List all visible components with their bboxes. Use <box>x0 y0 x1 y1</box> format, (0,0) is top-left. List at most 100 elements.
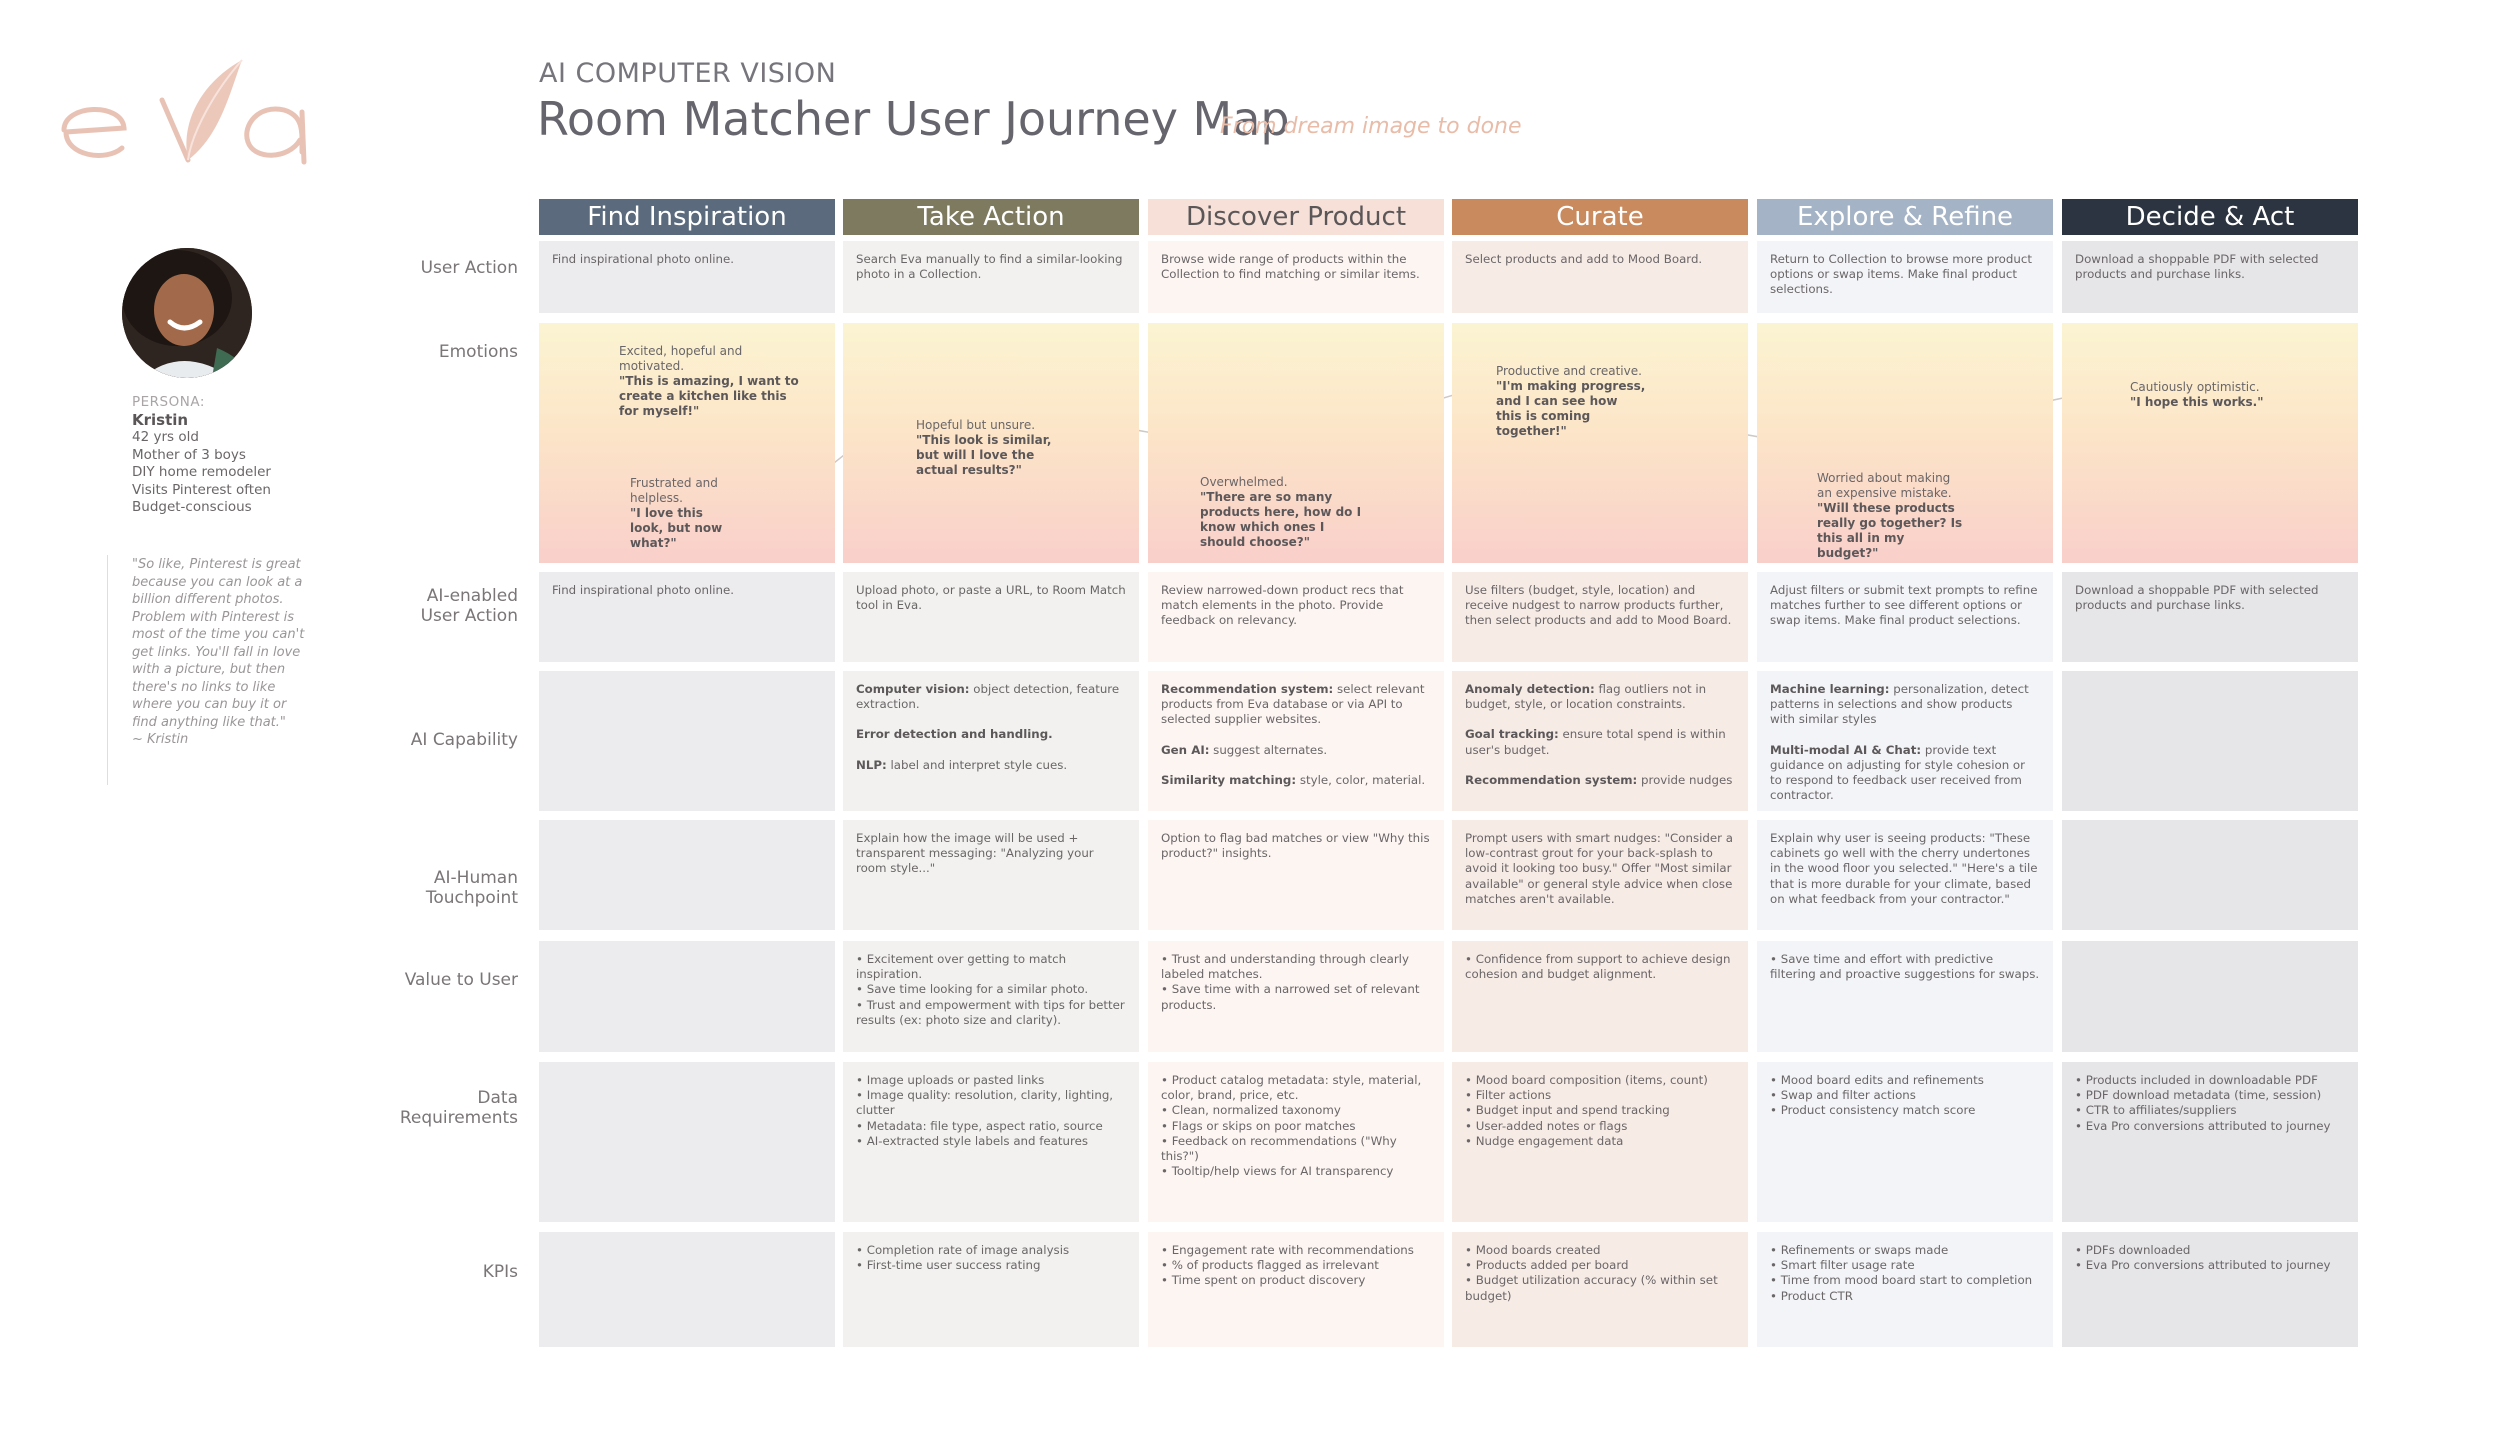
persona-trait: Budget-conscious <box>132 499 252 515</box>
emotion-cell <box>1757 323 2053 563</box>
user-action-cell: Browse wide range of products within the… <box>1148 241 1444 313</box>
cell-text: • Image uploads or pasted links <box>856 1073 1045 1087</box>
cell-text: Prompt users with smart nudges: "Conside… <box>1465 831 1733 906</box>
persona-trait: Mother of 3 boys <box>132 446 246 463</box>
cell-text: • CTR to affiliates/suppliers <box>2075 1103 2237 1118</box>
capability-desc: provide nudges <box>1637 772 1733 787</box>
data-requirements-cell: • Products included in downloadable PDF•… <box>2062 1062 2358 1222</box>
cell-text: • % of products flagged as irrelevant <box>1161 1258 1379 1273</box>
ai-user-action-cell: Upload photo, or paste a URL, to Room Ma… <box>843 572 1139 662</box>
emotion-cell <box>1452 323 1748 563</box>
user-action-cell: Select products and add to Mood Board. <box>1452 241 1748 313</box>
emotion-quote: "I hope this works." <box>2130 394 2264 409</box>
cell-text: Find inspirational photo online. <box>552 252 735 266</box>
capability-item: Machine learning: personalization, detec… <box>1770 682 2040 728</box>
cell-text: Review narrowed-down product recs that m… <box>1161 583 1404 628</box>
cell-text: Use filters (budget, style, location) an… <box>1465 583 1732 628</box>
emotion-annotation: Excited, hopeful and motivated."This is … <box>619 344 809 419</box>
emotion-caption: Excited, hopeful and motivated. <box>619 343 743 373</box>
emotion-annotation: Frustrated and helpless."I love this loo… <box>630 476 730 551</box>
emotion-cell <box>539 323 835 563</box>
persona-label: PERSONA: <box>132 394 205 410</box>
kpis-cell: • Refinements or swaps made• Smart filte… <box>1757 1232 2053 1347</box>
persona-trait: Visits Pinterest often <box>132 481 271 498</box>
emotion-quote: "I love this look, but now what?" <box>630 506 723 551</box>
cell-text: • Confidence from support to achieve des… <box>1465 952 1731 982</box>
ai-capability-cell: Anomaly detection: flag outliers not in … <box>1452 671 1748 811</box>
persona-photo <box>122 248 252 378</box>
user-action-cell: Download a shoppable PDF with selected p… <box>2062 241 2358 313</box>
cell-text: Download a shoppable PDF with selected p… <box>2075 252 2319 282</box>
emotion-caption: Cautiously optimistic. <box>2130 379 2260 394</box>
kpis-cell: • Engagement rate with recommendations• … <box>1148 1232 1444 1347</box>
stage-header: Take Action <box>843 199 1139 235</box>
cell-text: • Time from mood board start to completi… <box>1770 1273 2033 1288</box>
cell-text: • Metadata: file type, aspect ratio, sou… <box>856 1118 1103 1133</box>
cell-text: • PDFs downloaded <box>2075 1243 2191 1257</box>
cell-text: • User-added notes or flags <box>1465 1118 1628 1133</box>
emotion-caption: Hopeful but unsure. <box>916 417 1036 432</box>
cell-text: • Mood boards created <box>1465 1243 1601 1257</box>
value-to-user-cell: • Save time and effort with predictive f… <box>1757 941 2053 1052</box>
row-label-ai-user-action: AI-enabled User Action <box>420 586 518 626</box>
capability-desc: flag outliers not in budget, style, or l… <box>1465 682 1707 712</box>
cell-text: Select products and add to Mood Board. <box>1465 252 1703 266</box>
user-action-cell: Search Eva manually to find a similar-lo… <box>843 241 1139 313</box>
cell-text: • Eva Pro conversions attributed to jour… <box>2075 1118 2331 1133</box>
cell-text: Search Eva manually to find a similar-lo… <box>856 252 1123 282</box>
stage-header: Find Inspiration <box>539 199 835 235</box>
capability-item: Error detection and handling. <box>856 727 1126 742</box>
cell-text: • Swap and filter actions <box>1770 1088 1916 1103</box>
capability-term: NLP: <box>856 757 887 772</box>
cell-text: Upload photo, or paste a URL, to Room Ma… <box>856 583 1126 613</box>
capability-item: Computer vision: object detection, featu… <box>856 682 1126 712</box>
cell-text: • Flags or skips on poor matches <box>1161 1118 1356 1133</box>
emotion-caption: Frustrated and helpless. <box>630 476 718 506</box>
kpis-cell: • Completion rate of image analysis• Fir… <box>843 1232 1139 1347</box>
cell-text: • Trust and understanding through clearl… <box>1161 952 1409 982</box>
capability-item: Recommendation system: select relevant p… <box>1161 682 1431 728</box>
value-to-user-cell <box>2062 941 2358 1052</box>
value-to-user-cell: • Excitement over getting to match inspi… <box>843 941 1139 1052</box>
emotion-cell <box>843 323 1139 563</box>
emotion-quote: "Will these products really go together?… <box>1817 500 1963 560</box>
cell-text: • Image quality: resolution, clarity, li… <box>856 1088 1114 1118</box>
cell-text: Option to flag bad matches or view "Why … <box>1161 831 1430 861</box>
eva-logo-mark <box>61 59 307 165</box>
stage-header: Discover Product <box>1148 199 1444 235</box>
capability-desc: personalization, detect patterns in sele… <box>1770 682 2029 727</box>
cell-text: • Save time with a narrowed set of relev… <box>1161 982 1420 1012</box>
cell-text: • Product catalog metadata: style, mater… <box>1161 1073 1422 1103</box>
ai-human-touchpoint-cell <box>2062 820 2358 930</box>
data-requirements-cell <box>539 1062 835 1222</box>
avatar <box>122 248 252 378</box>
persona-trait: DIY home remodeler <box>132 464 271 480</box>
capability-term: Similarity matching: <box>1161 772 1297 787</box>
cell-text: • Filter actions <box>1465 1088 1552 1103</box>
capability-term: Machine learning: <box>1770 682 1890 696</box>
ai-human-touchpoint-cell <box>539 820 835 930</box>
cell-text: Download a shoppable PDF with selected p… <box>2075 583 2319 613</box>
cell-text: • Excitement over getting to match inspi… <box>856 952 1067 982</box>
ai-human-touchpoint-cell: Explain how the image will be used + tra… <box>843 820 1139 930</box>
capability-desc: provide text guidance on adjusting for s… <box>1770 742 2025 803</box>
emotion-quote: "There are so many products here, how do… <box>1200 489 1362 549</box>
row-label-user-action: User Action <box>420 258 518 278</box>
emotion-cell <box>2062 323 2358 563</box>
cell-text: • Eva Pro conversions attributed to jour… <box>2075 1258 2331 1273</box>
ai-human-touchpoint-cell: Option to flag bad matches or view "Why … <box>1148 820 1444 930</box>
ai-human-touchpoint-cell: Explain why user is seeing products: "Th… <box>1757 820 2053 930</box>
value-to-user-cell <box>539 941 835 1052</box>
capability-desc: style, color, material. <box>1296 772 1426 787</box>
cell-text: Browse wide range of products within the… <box>1161 252 1420 282</box>
capability-desc: suggest alternates. <box>1209 742 1328 757</box>
cell-text: • Product consistency match score <box>1770 1103 1976 1118</box>
capability-term: Error detection and handling. <box>856 727 1053 742</box>
emotion-quote: "This is amazing, I want to create a kit… <box>619 373 799 418</box>
capability-item: Goal tracking: ensure total spend is wit… <box>1465 727 1735 757</box>
capability-item: Recommendation system: provide nudges <box>1465 773 1735 788</box>
emotion-quote: "This look is similar, but will I love t… <box>916 432 1052 477</box>
cell-text: • Refinements or swaps made <box>1770 1243 1949 1257</box>
capability-item: Anomaly detection: flag outliers not in … <box>1465 682 1735 712</box>
